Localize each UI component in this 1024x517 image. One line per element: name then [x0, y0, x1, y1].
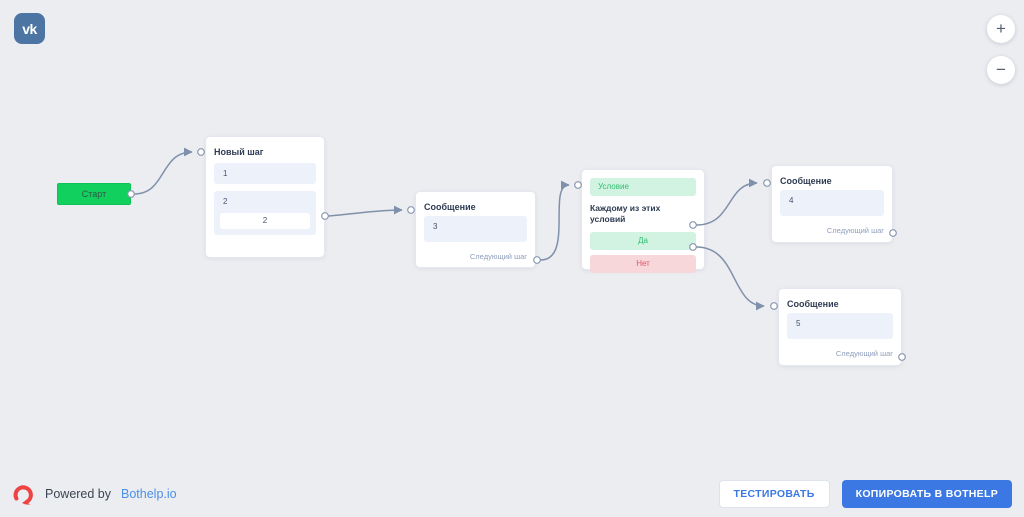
copy-to-bothelp-button[interactable]: КОПИРОВАТЬ В BOTHELP	[841, 480, 1012, 508]
next-step-label: Следующий шаг	[826, 226, 884, 235]
zoom-in-button[interactable]: +	[987, 15, 1015, 43]
edge-newstep-to-message1	[328, 205, 403, 217]
condition-node[interactable]: Условие Каждому из этих условий Да Нет	[581, 169, 705, 273]
footer-bar: Powered by Bothelp.io ТЕСТИРОВАТЬ КОПИРО…	[0, 471, 1024, 517]
message-content[interactable]: 4	[780, 190, 884, 216]
bothelp-logo-icon	[13, 484, 33, 505]
start-node[interactable]: Старт	[57, 183, 131, 205]
step-item-1[interactable]: 1	[214, 163, 316, 184]
message-node-2[interactable]: Сообщение 4 Следующий шаг	[771, 165, 893, 243]
node-title: Сообщение	[787, 299, 839, 309]
edge-no-to-message3	[696, 246, 765, 311]
edge-start-to-newstep	[134, 147, 193, 195]
message-content[interactable]: 5	[787, 313, 893, 339]
condition-criteria: Каждому из этих условий	[590, 203, 661, 224]
message-content[interactable]: 3	[424, 216, 527, 242]
node-title: Новый шаг	[214, 147, 264, 157]
condition-yes-branch[interactable]: Да	[590, 232, 696, 250]
condition-header: Условие	[590, 178, 696, 196]
step-inline-button[interactable]: 2	[220, 213, 310, 229]
test-button[interactable]: ТЕСТИРОВАТЬ	[718, 480, 830, 508]
next-step-label: Следующий шаг	[469, 252, 527, 261]
node-title: Сообщение	[780, 176, 832, 186]
message-node-1[interactable]: Сообщение 3 Следующий шаг	[415, 191, 536, 268]
vk-icon: vk	[14, 13, 45, 44]
powered-by-label: Powered by	[45, 487, 112, 501]
next-step-label: Следующий шаг	[835, 349, 893, 358]
port-newstep-in[interactable]	[197, 148, 205, 156]
node-title: Сообщение	[424, 202, 476, 212]
port-message3-in[interactable]	[770, 302, 778, 310]
bothelp-link[interactable]: Bothelp.io	[121, 487, 177, 501]
edge-yes-to-message2	[696, 178, 758, 226]
edge-message1-to-condition	[540, 180, 570, 261]
step-item-2[interactable]: 2 2	[214, 191, 316, 235]
new-step-node[interactable]: Новый шаг 1 2 2	[205, 136, 325, 258]
port-message1-in[interactable]	[407, 206, 415, 214]
condition-no-branch[interactable]: Нет	[590, 255, 696, 273]
step-item-2-label: 2	[223, 197, 228, 206]
zoom-out-button[interactable]: −	[987, 56, 1015, 84]
port-message2-in[interactable]	[763, 179, 771, 187]
message-node-3[interactable]: Сообщение 5 Следующий шаг	[778, 288, 902, 366]
